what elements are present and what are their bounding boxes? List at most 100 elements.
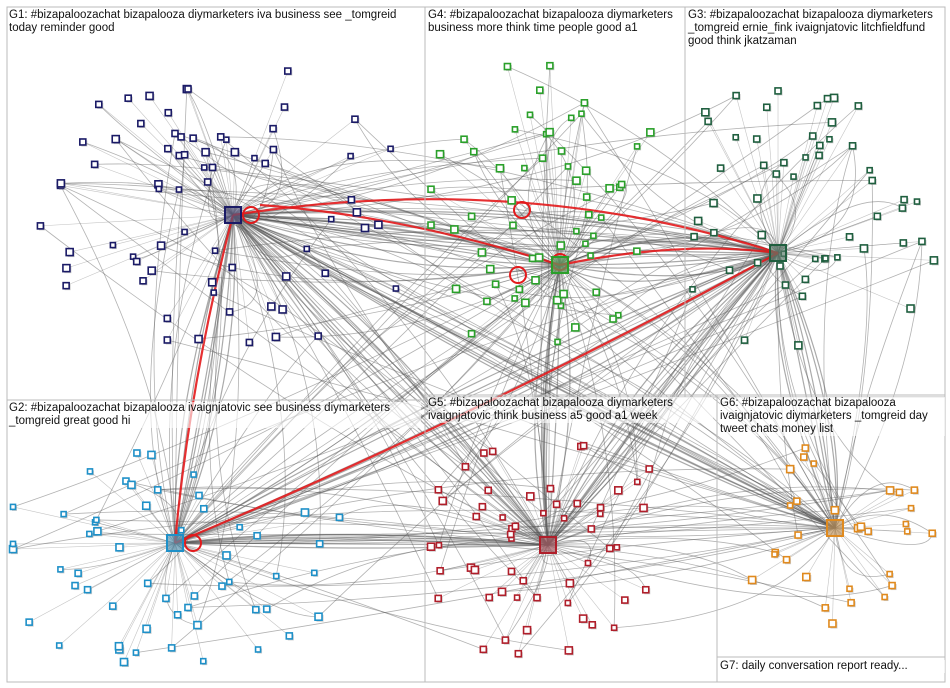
node [782, 282, 788, 288]
node [158, 242, 165, 249]
node [252, 156, 257, 161]
node [490, 448, 496, 454]
node [882, 595, 887, 600]
node [860, 245, 867, 252]
node [469, 331, 475, 337]
node [803, 155, 808, 160]
node [929, 530, 935, 536]
edge [835, 180, 872, 528]
node [176, 187, 181, 192]
node [428, 186, 434, 192]
node [428, 543, 435, 550]
node [348, 197, 354, 203]
node [802, 276, 808, 282]
node [814, 103, 820, 109]
node [134, 258, 140, 264]
node [508, 531, 514, 537]
node [749, 576, 756, 583]
edge [560, 146, 853, 265]
node [583, 241, 588, 246]
node [733, 93, 739, 99]
group-label-g4: G4: #bizapaloozachat bizapalooza diymark… [428, 9, 683, 35]
node [178, 134, 184, 140]
node [190, 135, 196, 141]
edge [548, 538, 775, 552]
node [791, 174, 796, 179]
node [66, 249, 73, 256]
node [754, 136, 760, 142]
group-label-g6: G6: #bizapaloozachat bizapalooza ivaignj… [720, 397, 945, 436]
node [527, 112, 532, 117]
node [599, 215, 604, 220]
node [274, 574, 279, 579]
node [120, 659, 127, 666]
hub-node-g3 [770, 245, 786, 261]
node [461, 136, 467, 142]
node [272, 333, 279, 340]
node [478, 249, 485, 256]
node [867, 168, 872, 173]
node [817, 142, 823, 148]
node [764, 104, 770, 110]
node [164, 315, 170, 321]
hub-node-g6 [827, 520, 843, 536]
node [614, 545, 619, 550]
node [813, 256, 818, 261]
node [829, 620, 836, 627]
node [522, 299, 529, 306]
node [473, 514, 479, 520]
node [231, 149, 238, 156]
node [504, 64, 510, 70]
node [428, 222, 434, 228]
node [80, 139, 86, 145]
node [498, 588, 505, 595]
node [788, 503, 793, 508]
node [835, 255, 840, 260]
node [874, 213, 880, 219]
node [480, 646, 486, 652]
node [761, 162, 767, 168]
node [784, 557, 790, 563]
node [581, 100, 587, 106]
node [573, 177, 580, 184]
node [146, 92, 153, 99]
node [268, 303, 275, 310]
node [831, 507, 838, 514]
node [887, 487, 894, 494]
node [537, 87, 543, 93]
node [481, 450, 487, 456]
node [527, 493, 534, 500]
node [439, 497, 446, 504]
node [610, 316, 616, 322]
node [532, 277, 539, 284]
node [227, 579, 232, 584]
node [702, 109, 709, 116]
group-label-g7: G7: daily conversation report ready... [720, 660, 945, 673]
node [270, 147, 276, 153]
node [143, 502, 150, 509]
node [227, 309, 233, 315]
node [585, 561, 590, 566]
node [643, 587, 649, 593]
node [453, 285, 460, 292]
node [256, 647, 261, 652]
node [353, 209, 360, 216]
node [486, 594, 492, 600]
node [496, 165, 503, 172]
edge [70, 215, 233, 252]
node [270, 126, 276, 132]
node [317, 541, 323, 547]
node [900, 240, 906, 246]
node [781, 160, 787, 166]
node [213, 248, 218, 253]
node [772, 552, 777, 557]
node [179, 528, 184, 533]
edge [778, 248, 864, 253]
node [828, 119, 835, 126]
node [286, 633, 292, 639]
node [640, 504, 647, 511]
node [850, 143, 856, 149]
node [223, 552, 230, 559]
node [191, 593, 197, 599]
